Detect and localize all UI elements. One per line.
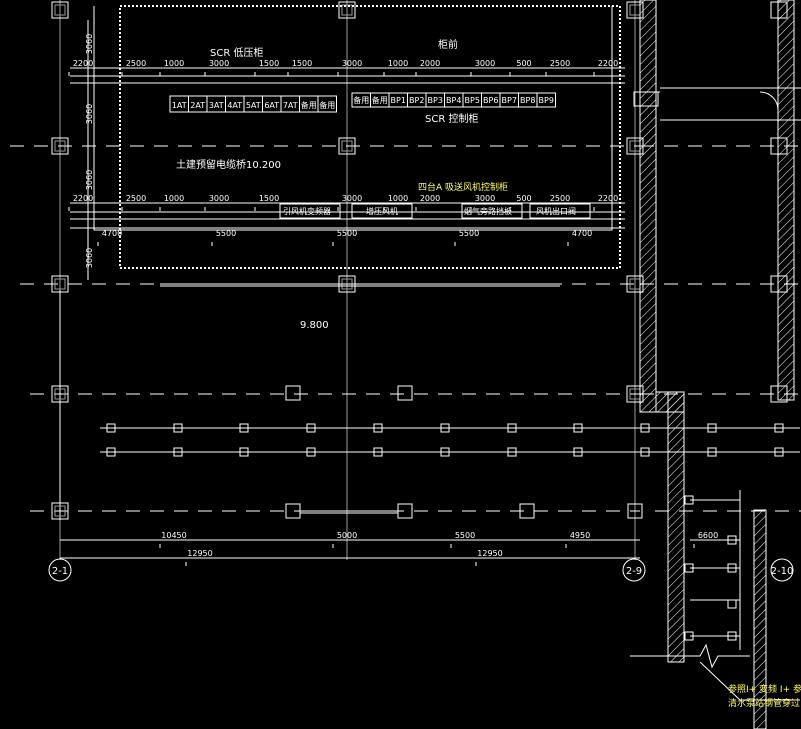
note-line-2: 清水泵站钢管穿过电缆桥 xyxy=(728,697,801,709)
cabinet-label-c: 烟气旁路挡板 xyxy=(464,206,512,216)
dim-vertical: 3060 xyxy=(85,104,94,124)
cabinet-right-cell-label: BP9 xyxy=(539,96,554,105)
dim-top: 2500 xyxy=(550,59,570,68)
dim-top: 2200 xyxy=(598,59,618,68)
dim-vertical: 3060 xyxy=(85,34,94,54)
dim-total: 12950 xyxy=(477,549,502,558)
scr-control-label: SCR 控制柜 xyxy=(425,112,478,125)
floor-level-label: 土建预留电缆桥10.200 xyxy=(176,158,281,171)
cabinet-right-cell-label: BP8 xyxy=(520,96,535,105)
cabinet-left-cell-label: 备用 xyxy=(301,100,317,110)
cabinet-right-cell-label: BP5 xyxy=(465,96,480,105)
cabinet-right-cell-label: BP4 xyxy=(446,96,461,105)
dim-mid: 3000 xyxy=(475,194,495,203)
room-outline xyxy=(93,5,621,269)
axis-label-mid: 2-9 xyxy=(626,566,642,577)
cabinet-label-b: 增压风机 xyxy=(366,206,398,216)
dimension-lines xyxy=(60,20,640,559)
dim-bay: 4700 xyxy=(572,229,592,238)
dim-vertical: 3060 xyxy=(85,170,94,190)
dim-total: 12950 xyxy=(187,549,212,558)
cabinet-right-cell-label: BP3 xyxy=(428,96,443,105)
note-line-1: 参照I+ 变频 I+ 参照K3.. xyxy=(728,683,801,695)
axis-bubble-mid: 2-9 xyxy=(622,558,646,582)
dim-top: 500 xyxy=(516,59,531,68)
cabinet-right-cell-label: BP1 xyxy=(391,96,406,105)
dim-bay: 4700 xyxy=(102,229,122,238)
dim-top: 2500 xyxy=(126,59,146,68)
dim-mid: 1500 xyxy=(259,194,279,203)
dim-bottom: 10450 xyxy=(161,531,186,540)
dim-mid: 2000 xyxy=(420,194,440,203)
columns xyxy=(51,1,788,520)
dim-bottom: 4950 xyxy=(570,531,590,540)
dimension-texts: 2200 2500 1000 3000 1500 1500 3000 1000 2000 3000… xyxy=(68,34,718,566)
cabinet-label-a: 引风机变频器 xyxy=(283,206,331,216)
cabinet-left-cell-label: 3AT xyxy=(209,101,224,110)
level-mark: 9.800 xyxy=(300,320,329,331)
dim-vertical: 3060 xyxy=(85,248,94,268)
dim-bay: 5500 xyxy=(459,229,479,238)
cabinet-right-cell xyxy=(536,92,556,108)
cabinet-label-d: 风机出口阀 xyxy=(536,206,576,216)
dim-top: 1500 xyxy=(259,59,279,68)
cabinet-left-cell-label: 5AT xyxy=(246,101,261,110)
fan-cabinet-label: 四台A 吸送风机控制柜 xyxy=(418,181,508,193)
cabinet-right-cell-label: BP6 xyxy=(483,96,498,105)
cabinet-left-cell-label: 7AT xyxy=(283,101,298,110)
dim-top: 1500 xyxy=(292,59,312,68)
dim-mid: 1000 xyxy=(164,194,184,203)
dim-top: 2000 xyxy=(420,59,440,68)
dim-bay: 5500 xyxy=(216,229,236,238)
dim-top: 3000 xyxy=(209,59,229,68)
cabinet-right-cell-label: 备用 xyxy=(372,95,388,105)
dim-mid: 2500 xyxy=(126,194,146,203)
dim-bay: 5500 xyxy=(337,229,357,238)
axis-bubble-right: 2-10 xyxy=(770,558,794,582)
cabinet-right-cell-label: BP2 xyxy=(409,96,424,105)
cabinet-rows xyxy=(70,75,625,514)
cabinet-left-cell-label: 2AT xyxy=(190,101,205,110)
dim-top: 1000 xyxy=(164,59,184,68)
dim-mid: 2200 xyxy=(598,194,618,203)
scr-row-label: SCR 低压柜 xyxy=(210,46,263,59)
cabinet-left-cell-label: 4AT xyxy=(227,101,242,110)
dim-mid: 3000 xyxy=(342,194,362,203)
axis-label-right: 2-10 xyxy=(771,566,794,577)
dim-mid: 2500 xyxy=(550,194,570,203)
dim-top: 1000 xyxy=(388,59,408,68)
dim-mid: 3000 xyxy=(209,194,229,203)
cabinet-left-cell-label: 6AT xyxy=(264,101,279,110)
cabinet-right-cell-label: BP7 xyxy=(502,96,517,105)
cabinet-left-cell-label: 1AT xyxy=(172,101,187,110)
dim-bottom: 6600 xyxy=(698,531,718,540)
cabinet-right-cell-label: 备用 xyxy=(353,95,369,105)
beam-rows xyxy=(100,423,800,457)
dim-mid: 1000 xyxy=(388,194,408,203)
dim-top: 3000 xyxy=(475,59,495,68)
top-right-label: 柜前 xyxy=(438,38,458,51)
dim-mid: 500 xyxy=(516,194,531,203)
cabinet-left-cell-label: 备用 xyxy=(319,100,335,110)
dim-mid: 2200 xyxy=(73,194,93,203)
hatched-walls xyxy=(630,0,801,729)
dim-bottom: 5500 xyxy=(455,531,475,540)
axis-bubble-left: 2-1 xyxy=(48,558,72,582)
dim-top: 3000 xyxy=(342,59,362,68)
dim-bottom: 5000 xyxy=(337,531,357,540)
axis-label-left: 2-1 xyxy=(52,566,68,577)
cabinet-left-cell xyxy=(317,95,337,113)
dim-top: 2200 xyxy=(73,59,93,68)
